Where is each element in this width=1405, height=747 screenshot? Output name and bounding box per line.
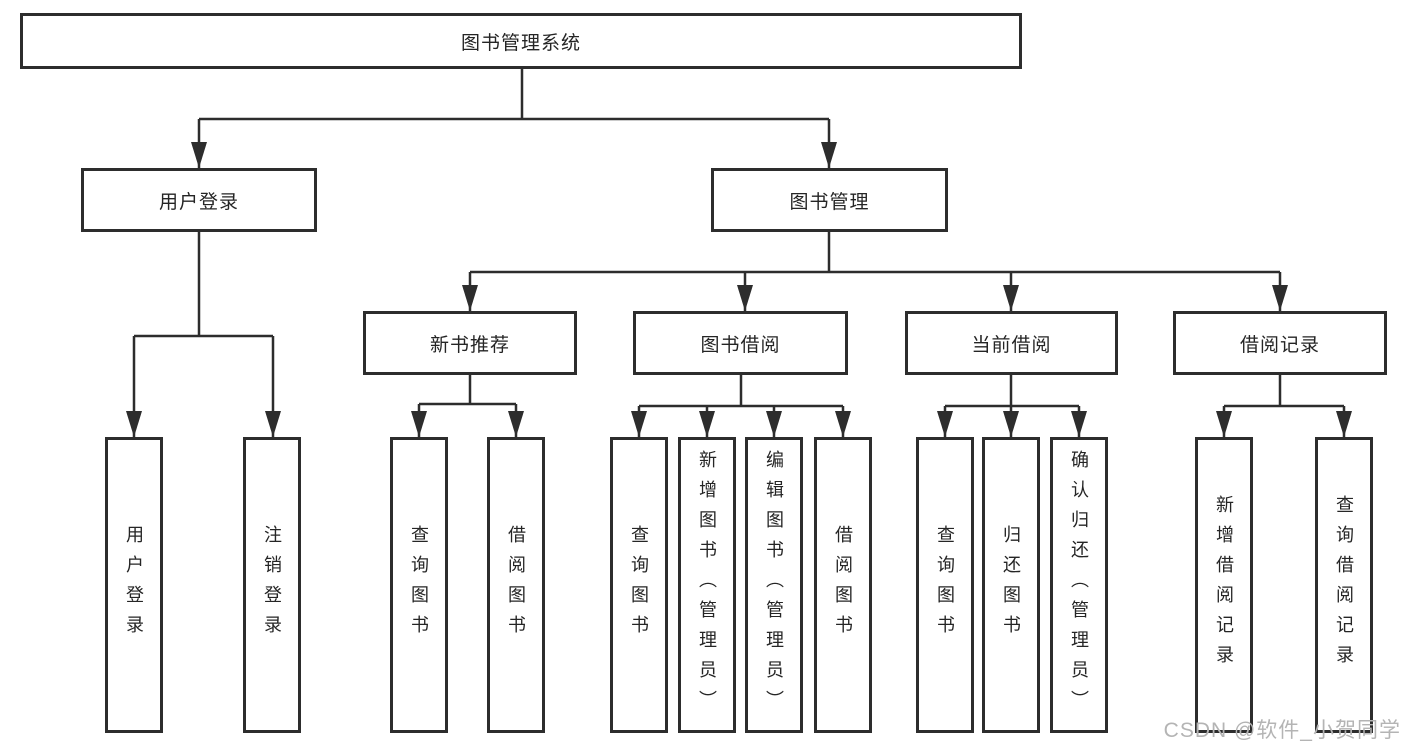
leaf-confirm-return-admin: 确认归还（管理员）: [1050, 437, 1108, 733]
connector-root-to-level2: [191, 69, 837, 168]
leaf-user-login: 用户登录: [105, 437, 163, 733]
leaf-borrow-query-books: 查询图书: [610, 437, 668, 733]
connector-user-login-to-leaves: [126, 232, 281, 437]
leaf-return-books: 归还图书: [982, 437, 1040, 733]
leaf-recommend-borrow-books: 借阅图书: [487, 437, 545, 733]
leaf-current-query-books: 查询图书: [916, 437, 974, 733]
leaf-borrow-books: 借阅图书: [814, 437, 872, 733]
watermark: CSDN @软件_小贺同学: [1163, 719, 1401, 742]
connector-book-borrow-to-leaves: [631, 375, 851, 437]
leaf-query-borrow-record: 查询借阅记录: [1315, 437, 1373, 733]
leaf-logout: 注销登录: [243, 437, 301, 733]
leaf-edit-books-admin: 编辑图书（管理员）: [745, 437, 803, 733]
leaf-add-books-admin: 新增图书（管理员）: [678, 437, 736, 733]
connector-current-borrow-to-leaves: [937, 375, 1087, 437]
node-book-management: 图书管理: [711, 168, 948, 232]
node-current-borrow: 当前借阅: [905, 311, 1118, 375]
leaf-add-borrow-record: 新增借阅记录: [1195, 437, 1253, 733]
node-user-login: 用户登录: [81, 168, 317, 232]
node-new-book-recommend: 新书推荐: [363, 311, 577, 375]
node-borrow-records: 借阅记录: [1173, 311, 1387, 375]
leaf-recommend-query-books: 查询图书: [390, 437, 448, 733]
node-book-borrow: 图书借阅: [633, 311, 848, 375]
node-root: 图书管理系统: [20, 13, 1022, 69]
connector-book-management-to-level3: [462, 232, 1288, 311]
connector-new-book-recommend-to-leaves: [411, 375, 524, 437]
connector-borrow-records-to-leaves: [1216, 375, 1352, 437]
